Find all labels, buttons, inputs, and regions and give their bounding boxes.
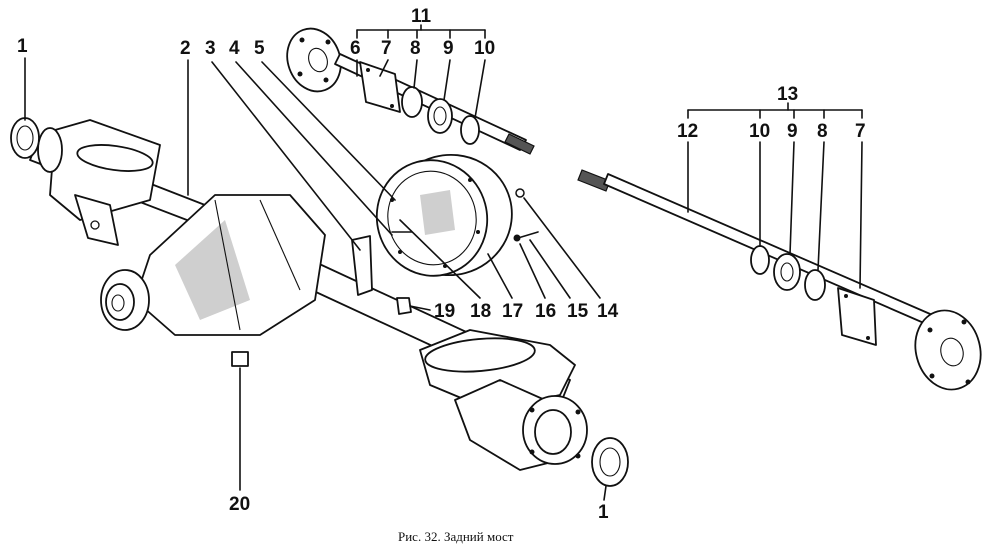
leader-lines bbox=[24, 24, 863, 501]
callout-9-upper: 9 bbox=[443, 38, 454, 59]
callout-1-right: 1 bbox=[598, 502, 609, 523]
callout-4: 4 bbox=[229, 38, 240, 59]
figure-caption: Рис. 32. Задний мост bbox=[398, 529, 514, 544]
callout-3: 3 bbox=[205, 38, 216, 59]
callout-17: 17 bbox=[502, 301, 523, 322]
callout-7-upper: 7 bbox=[381, 38, 392, 59]
axle-housing bbox=[29, 119, 588, 471]
callout-12: 12 bbox=[677, 121, 698, 142]
callout-19: 19 bbox=[434, 301, 455, 322]
right-axle-shaft bbox=[577, 169, 982, 391]
callout-5: 5 bbox=[254, 38, 265, 59]
callout-11: 11 bbox=[411, 6, 432, 27]
callout-8-right: 8 bbox=[817, 121, 828, 142]
callout-2: 2 bbox=[180, 38, 191, 59]
callout-18: 18 bbox=[470, 301, 491, 322]
callout-10-right: 10 bbox=[749, 121, 770, 142]
callout-16: 16 bbox=[535, 301, 556, 322]
callout-7-right: 7 bbox=[855, 121, 866, 142]
upper-axle-shaft bbox=[286, 27, 535, 155]
callout-15: 15 bbox=[567, 301, 589, 322]
callout-10-upper: 10 bbox=[474, 38, 495, 59]
callout-20: 20 bbox=[229, 494, 250, 515]
callout-6: 6 bbox=[350, 38, 361, 59]
callout-13: 13 bbox=[777, 84, 798, 105]
diff-cover bbox=[375, 153, 539, 277]
callout-9-right: 9 bbox=[787, 121, 798, 142]
callout-14: 14 bbox=[597, 301, 619, 322]
callout-1-left: 1 bbox=[17, 36, 28, 57]
callout-8-upper: 8 bbox=[410, 38, 421, 59]
callout-labels: 1 2 3 4 5 11 6 7 8 9 10 13 12 10 9 8 7 1… bbox=[17, 6, 866, 523]
